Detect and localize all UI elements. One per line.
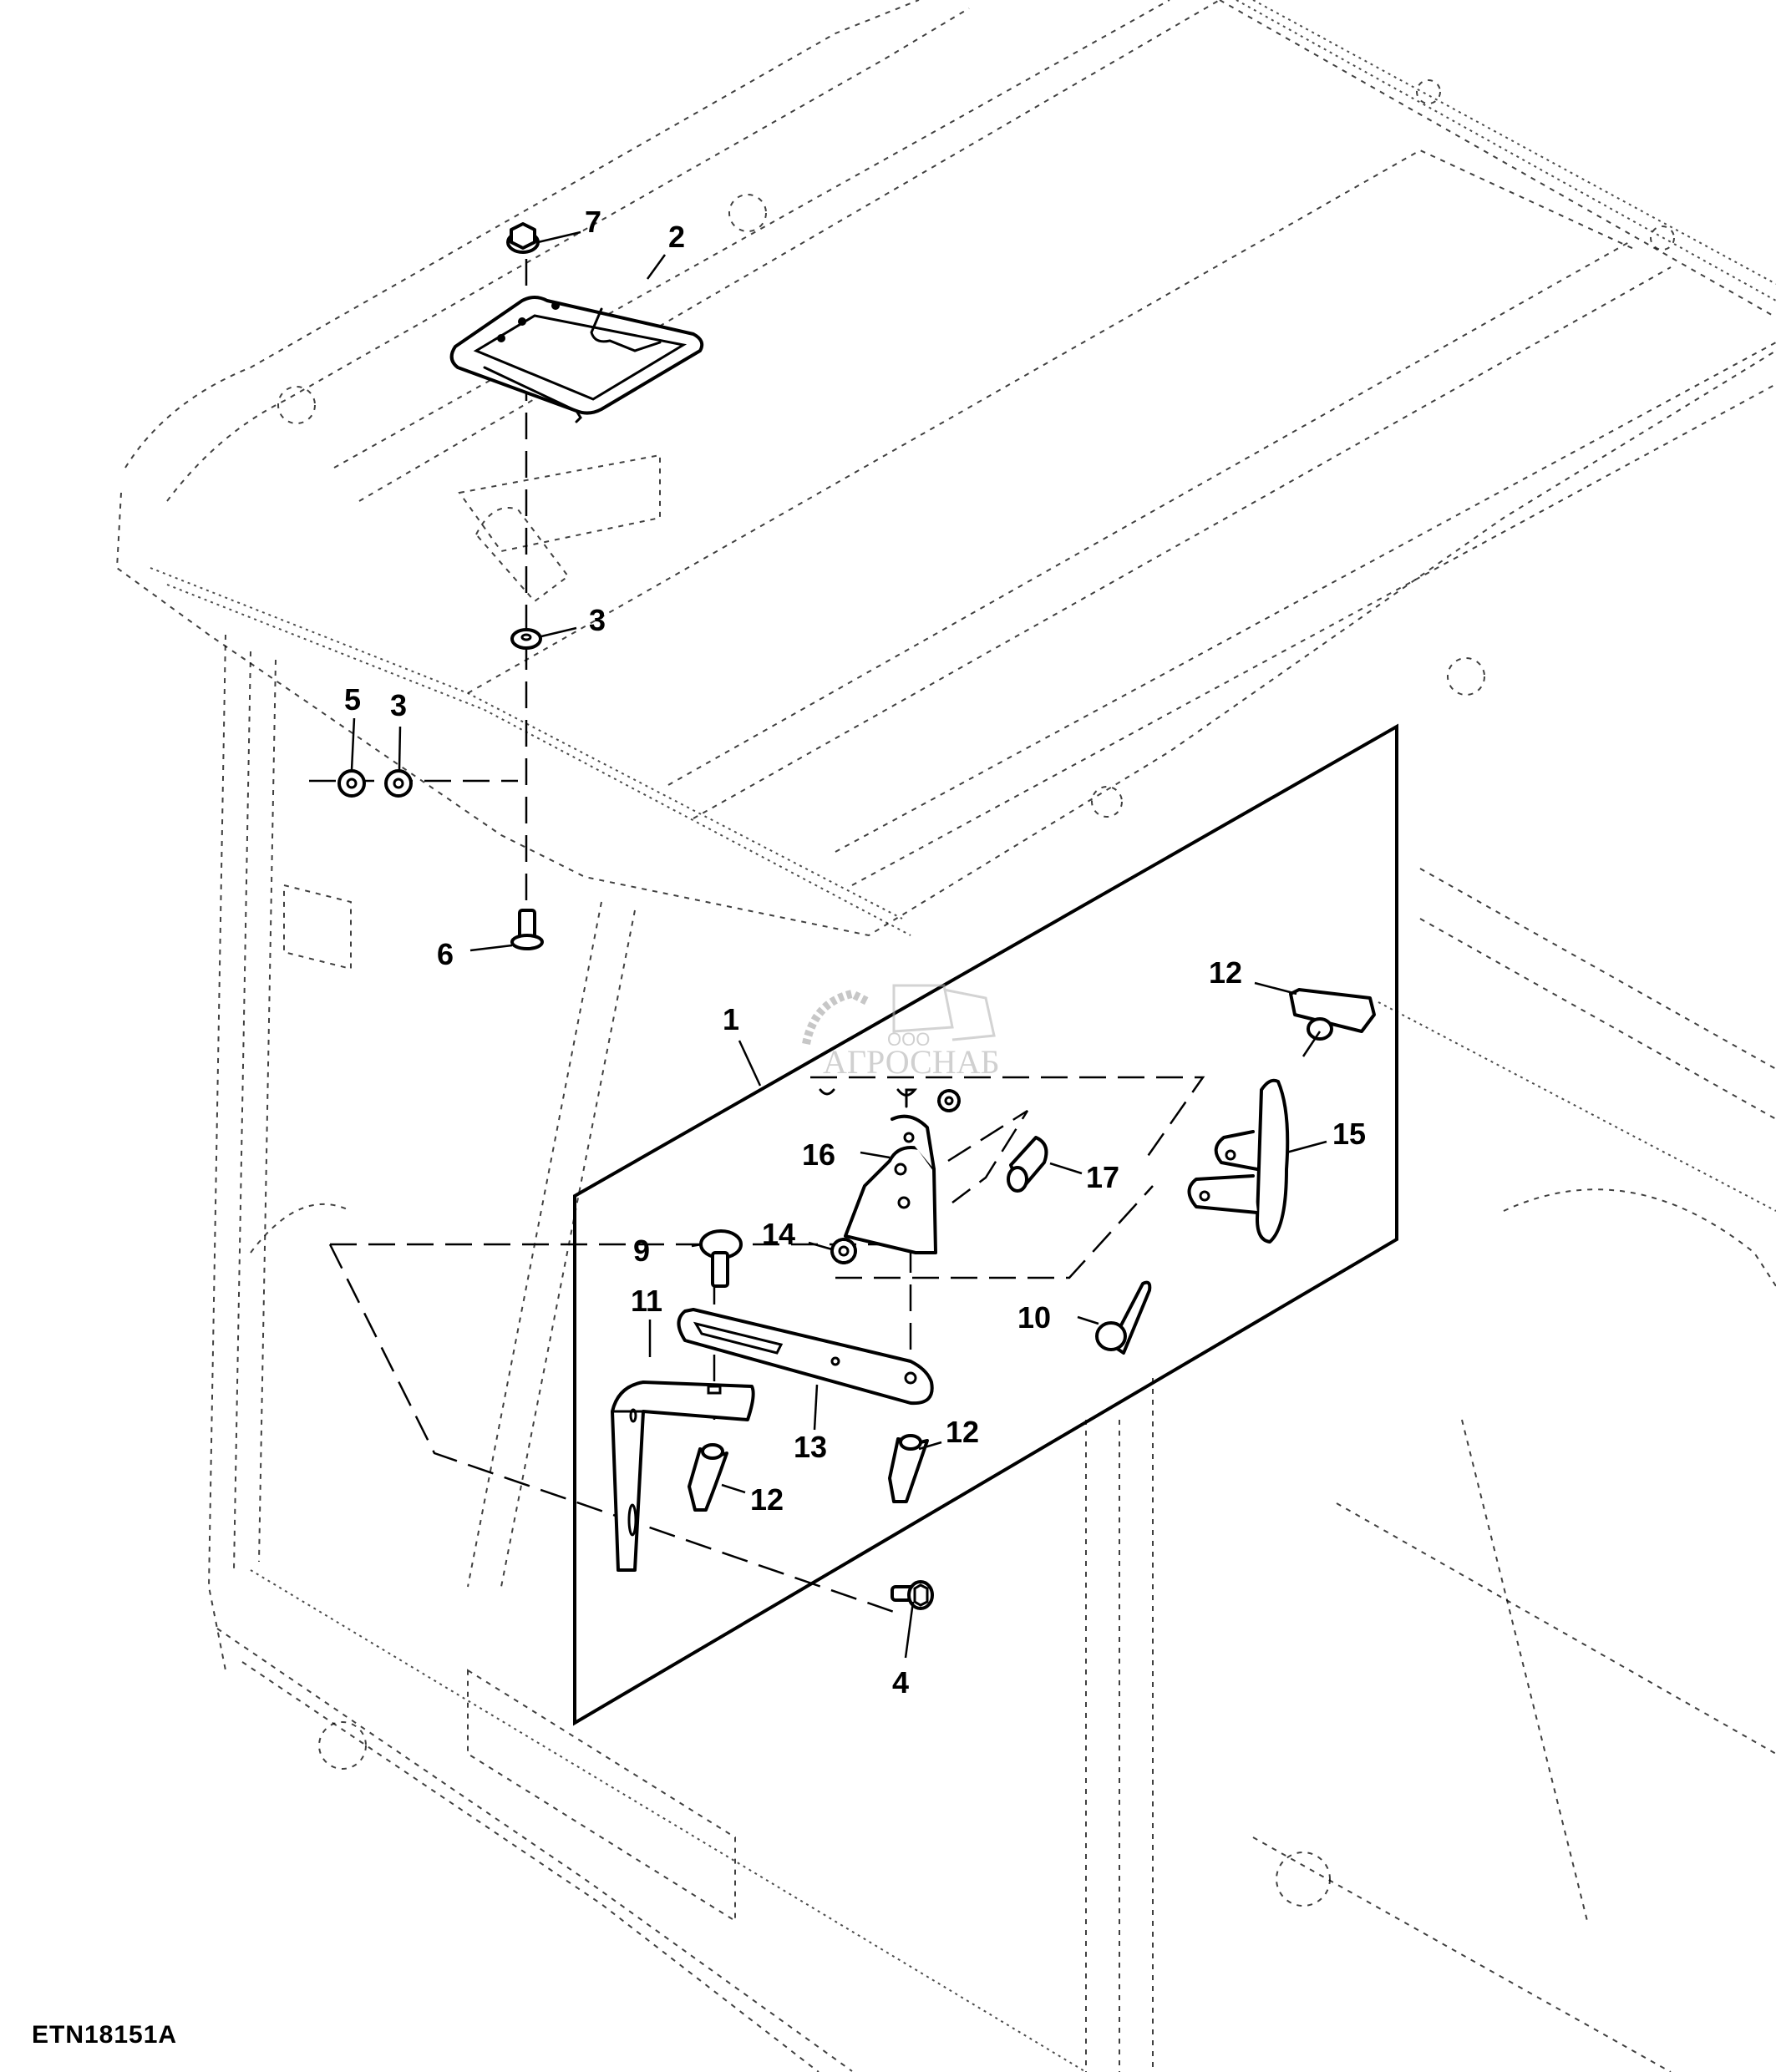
part-3-washer-left[interactable] <box>384 769 413 798</box>
part-3-washer-upper[interactable] <box>510 628 542 650</box>
detail-frame <box>573 723 1398 1726</box>
part-10-screw[interactable] <box>1095 1280 1152 1355</box>
watermark-prefix: ООО <box>887 1029 930 1050</box>
callout-9: 9 <box>633 1234 650 1268</box>
callout-3-upper: 3 <box>589 603 606 637</box>
part-13-slotted-arm[interactable] <box>677 1308 934 1406</box>
leader-lines <box>350 231 1327 1659</box>
part-11-l-bracket[interactable] <box>611 1380 755 1572</box>
part-9-screw[interactable] <box>699 1229 743 1288</box>
callout-12-lower-left: 12 <box>750 1482 784 1517</box>
callout-6: 6 <box>437 937 454 971</box>
assembly-axis-lines <box>309 259 1205 1614</box>
callout-11: 11 <box>631 1284 662 1318</box>
callout-1: 1 <box>723 1002 739 1036</box>
callout-7: 7 <box>585 205 601 239</box>
cab-structure-background <box>115 0 1776 2072</box>
callout-2: 2 <box>668 220 685 254</box>
part-14-lock-washer-lower[interactable] <box>830 1238 857 1264</box>
callout-4: 4 <box>892 1665 909 1700</box>
callout-17: 17 <box>1086 1160 1119 1194</box>
callout-14: 14 <box>762 1217 795 1251</box>
part-17-bushing[interactable] <box>1007 1136 1048 1193</box>
part-16-mounting-bracket[interactable] <box>844 1114 937 1254</box>
part-15-hinge-bracket[interactable] <box>1187 1078 1290 1244</box>
part-7-flange-nut[interactable] <box>506 222 540 254</box>
part-12-knob-lower-left[interactable] <box>688 1443 728 1512</box>
part-12-knob-upper[interactable] <box>1289 988 1376 1057</box>
callout-12-lower-right: 12 <box>946 1415 979 1449</box>
callout-5: 5 <box>344 682 361 717</box>
callout-12-upper: 12 <box>1209 955 1242 990</box>
callout-labels: 7 2 3 5 3 6 1 12 16 17 15 14 9 11 10 13 … <box>344 205 1366 1700</box>
callout-15: 15 <box>1332 1117 1366 1151</box>
callout-16: 16 <box>802 1137 835 1172</box>
figure-id: ETN18151A <box>32 2021 178 2049</box>
watermark-name: АГРОСНАБ <box>823 1043 1000 1081</box>
watermark-logo: ООО АГРОСНАБ <box>802 984 1000 1081</box>
part-4-flange-bolt[interactable] <box>891 1580 934 1610</box>
part-14-lock-washer-upper[interactable] <box>937 1089 961 1112</box>
hidden-pin-fragment <box>896 1088 918 1108</box>
part-6-flange-bolt[interactable] <box>510 909 544 950</box>
part-5-washer[interactable] <box>337 769 366 798</box>
callout-3-left: 3 <box>390 688 407 722</box>
callout-10: 10 <box>1017 1300 1051 1335</box>
hidden-washer-fragment <box>819 1088 835 1096</box>
part-2-roof-plate[interactable] <box>449 296 704 423</box>
part-12-knob-lower-right[interactable] <box>888 1434 929 1503</box>
callout-13: 13 <box>794 1430 827 1464</box>
